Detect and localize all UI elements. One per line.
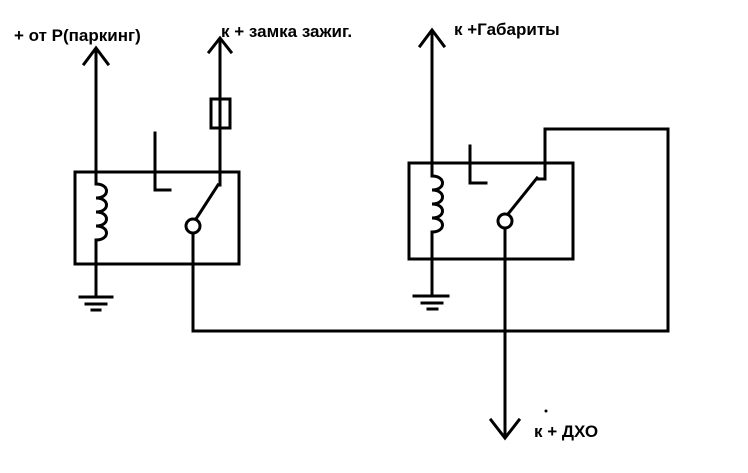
relay-1-fixed-contact <box>153 131 172 192</box>
label-gabarity: к +Габариты <box>454 20 560 39</box>
relay-2 <box>407 144 575 261</box>
wire-bottom-bus <box>191 231 670 333</box>
arrow-up-ignition-icon <box>206 35 234 55</box>
relay-2-fixed-contact <box>468 144 488 185</box>
dot-mark <box>544 409 548 413</box>
relay-1 <box>73 131 241 266</box>
arrow-up-parking-icon <box>81 45 111 67</box>
label-dho: к + ДХО <box>534 422 599 441</box>
ground-1-icon <box>78 262 114 312</box>
relay-2-pivot <box>496 212 514 230</box>
relay-2-coil <box>430 160 444 261</box>
fuse-icon <box>209 97 232 130</box>
arrow-up-gabarity-icon <box>417 27 447 49</box>
relay-1-pivot <box>184 217 202 235</box>
arrow-down-dho-icon <box>488 417 522 441</box>
relay-1-body <box>73 170 241 266</box>
relay-2-body <box>407 161 575 261</box>
label-parking: + от Р(паркинг) <box>14 26 141 45</box>
relay-2-switch-blade <box>505 175 540 217</box>
ground-2-icon <box>412 257 450 311</box>
label-ignition: к + замка зажиг. <box>221 22 353 41</box>
wire-loop-right <box>535 127 670 333</box>
relay-1-coil <box>94 168 108 266</box>
relay-1-switch-blade <box>193 182 221 222</box>
